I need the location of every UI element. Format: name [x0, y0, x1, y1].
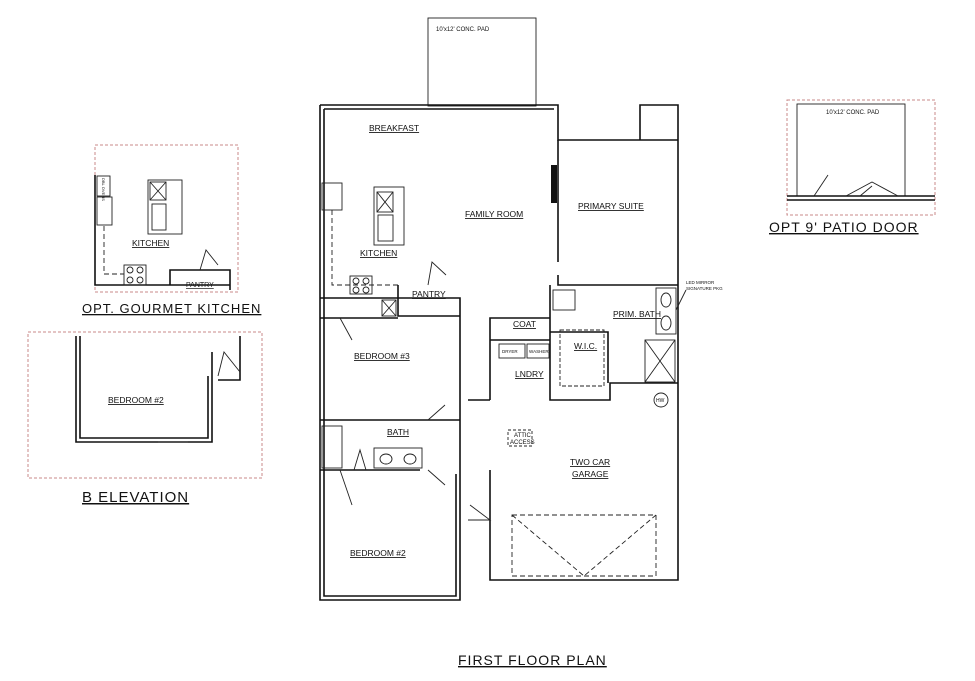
bedroom-label: BEDROOM #2 — [108, 395, 164, 405]
plan-title: FIRST FLOOR PLAN — [458, 652, 607, 668]
room-label-garage-2: GARAGE — [572, 469, 609, 479]
washer-label: WASHER — [529, 349, 549, 354]
bathtub — [321, 425, 343, 469]
attic-label-1: ATTIC — [514, 433, 532, 439]
room-label-bedroom-3: BEDROOM #3 — [354, 351, 410, 361]
room-label-breakfast: BREAKFAST — [369, 123, 419, 133]
room-label-lndry: LNDRY — [515, 369, 544, 379]
garage-door — [511, 514, 657, 577]
room-label-prim-bath: PRIM. BATH — [613, 309, 661, 319]
concrete-pad — [427, 17, 537, 107]
room-label-bedroom-2: BEDROOM #2 — [350, 548, 406, 558]
room-label-coat: COAT — [513, 319, 536, 329]
led-mirror-label-1: LED MIRROR — [686, 280, 715, 285]
room-label-primary-suite: PRIMARY SUITE — [578, 201, 644, 211]
room-label-family-room: FAMILY ROOM — [465, 209, 523, 219]
washer — [526, 343, 550, 359]
main-floor-plan: 10'x12' CONC. PAD — [319, 17, 723, 601]
room-label-garage-1: TWO CAR — [570, 457, 610, 467]
hw-label: HW — [656, 398, 665, 404]
refrigerator — [321, 182, 343, 211]
patio-door-caption: OPT 9' PATIO DOOR — [769, 219, 919, 235]
primary-suite-wall — [557, 140, 678, 286]
attic-label-2: ACCESS — [510, 440, 535, 446]
kitchen-label: KITCHEN — [132, 238, 169, 248]
attic-access — [507, 429, 533, 447]
room-label-wic: W.I.C. — [574, 341, 597, 351]
toilet — [353, 448, 367, 471]
pantry-label: PANTRY — [186, 282, 214, 289]
patio-pad-label: 10'x12' CONC. PAD — [826, 110, 880, 116]
interior-walls — [320, 285, 461, 470]
gourmet-kitchen-option: DBL OVENS KITCHEN PANTRY OPT. GOURMET KI… — [82, 144, 261, 316]
garage-entry-door — [468, 504, 492, 521]
gourmet-kitchen-caption: OPT. GOURMET KITCHEN — [82, 301, 261, 316]
b-elevation-option: BEDROOM #2 B ELEVATION — [27, 331, 263, 506]
room-label-bath: BATH — [387, 427, 409, 437]
doors — [339, 317, 446, 506]
kitchen-island — [373, 186, 405, 246]
pad-label: 10'x12' CONC. PAD — [436, 27, 490, 33]
cooktop — [349, 275, 373, 295]
double-vanity — [655, 287, 677, 335]
exterior-walls-inner — [323, 108, 554, 597]
shower — [644, 339, 676, 383]
room-label-pantry: PANTRY — [412, 289, 446, 299]
ovens-label: DBL OVENS — [101, 178, 106, 201]
b-elevation-caption: B ELEVATION — [82, 489, 189, 506]
exterior-walls — [319, 104, 679, 601]
pantry-door — [427, 261, 447, 286]
water-heater — [653, 392, 669, 408]
fireplace — [551, 165, 557, 203]
toilet — [552, 289, 576, 311]
dryer — [498, 343, 526, 359]
room-label-kitchen: KITCHEN — [360, 248, 397, 258]
led-mirror-label-2: SIGNATURE PKG — [686, 286, 723, 291]
patio-door-option: 10'x12' CONC. PAD OPT 9' PATIO DOOR — [769, 99, 936, 235]
dryer-label: DRYER — [502, 349, 518, 354]
vanity — [373, 447, 423, 469]
laundry-walls — [468, 285, 678, 401]
